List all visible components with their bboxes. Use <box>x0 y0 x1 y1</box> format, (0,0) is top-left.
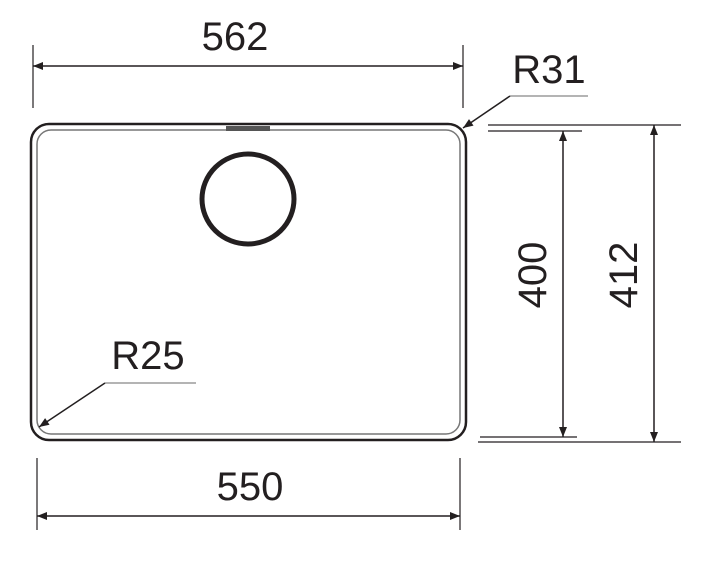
overall-depth-dimension <box>478 124 681 443</box>
overall-width-dimension <box>32 45 464 108</box>
inner-radius-leader <box>38 382 196 428</box>
sink-outer-rim <box>29 122 468 442</box>
outer-radius-leader <box>462 95 588 129</box>
bowl-width-dimension <box>36 458 461 530</box>
drain-hole <box>199 151 297 247</box>
inner-radius-label: R25 <box>111 334 184 378</box>
sink-inner-bowl <box>36 129 461 435</box>
overall-width-label: 562 <box>202 15 269 59</box>
outer-radius-label: R31 <box>512 48 585 92</box>
overall-depth-label: 412 <box>602 242 646 309</box>
bowl-depth-dimension <box>480 130 582 438</box>
bowl-width-label: 550 <box>217 465 284 509</box>
bowl-depth-label: 400 <box>511 242 555 309</box>
overflow-slot <box>226 126 270 131</box>
